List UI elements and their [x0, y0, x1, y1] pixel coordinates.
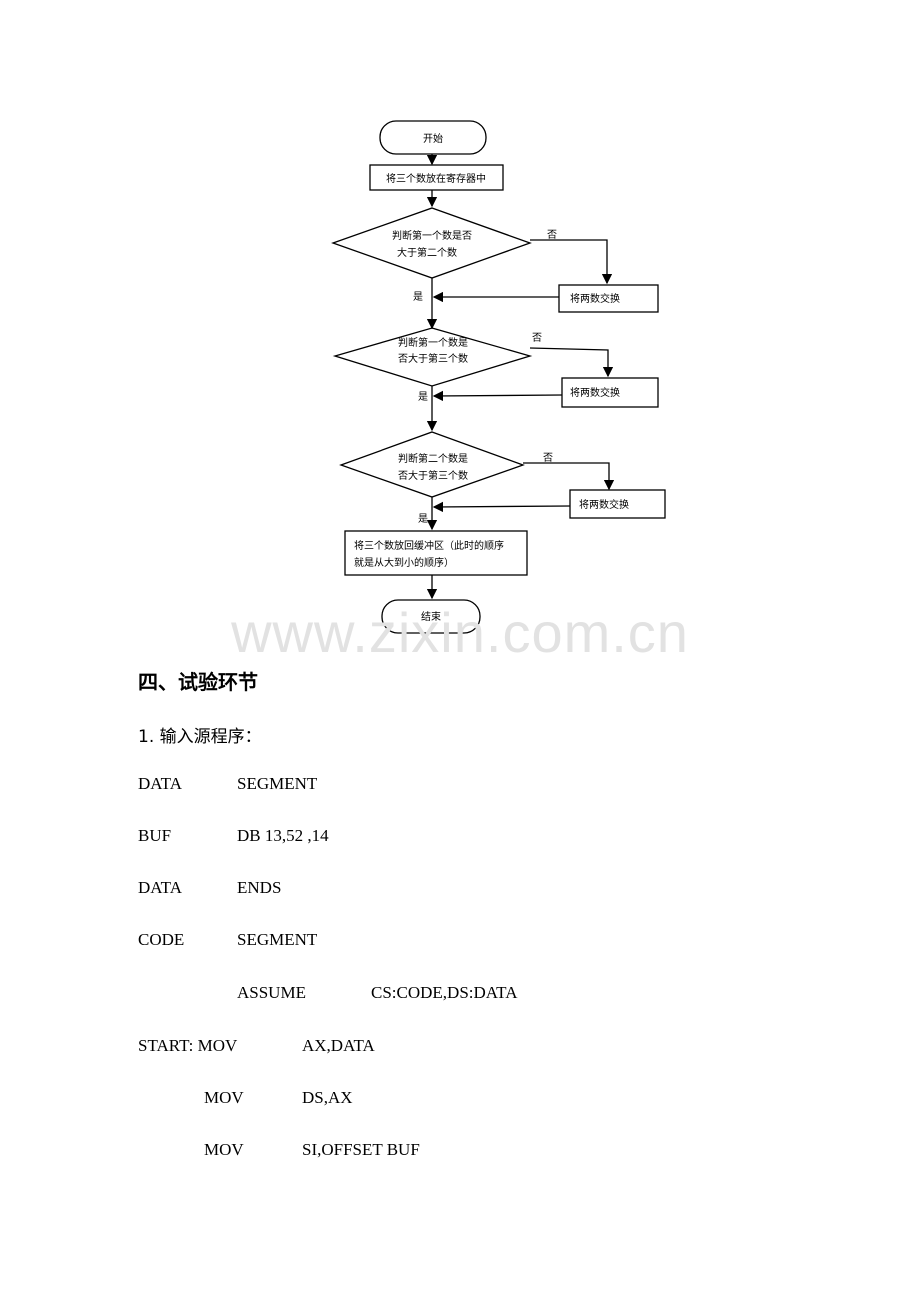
code-arg: SI,OFFSET BUF	[302, 1140, 420, 1159]
code-label: DATA	[138, 878, 182, 897]
store-label-line1: 将三个数放回缓冲区（此时的顺序	[354, 539, 504, 552]
code-arg: CS:CODE,DS:DATA	[371, 983, 518, 1002]
code-op: ENDS	[237, 878, 282, 897]
swap-label-1: 将两数交换	[570, 292, 620, 305]
load-registers-label: 将三个数放在寄存器中	[386, 172, 486, 185]
start-terminator	[379, 120, 487, 155]
code-op: SEGMENT	[237, 774, 318, 793]
end-terminator	[381, 599, 481, 634]
end-label: 结束	[421, 610, 441, 623]
decision-1-label-line1: 判断第一个数是否	[392, 229, 472, 242]
code-arg: AX,DATA	[302, 1036, 375, 1055]
decision-1-label-line2: 大于第二个数	[397, 246, 457, 259]
swap-label-3: 将两数交换	[579, 498, 629, 511]
code-label: CODE	[138, 930, 185, 949]
code-op: MOV	[204, 1088, 244, 1107]
step-1-label: 1. 输入源程序：	[138, 727, 262, 747]
store-label-line2: 就是从大到小的顺序）	[354, 556, 454, 569]
decision-3-label-line2: 否大于第三个数	[398, 469, 468, 482]
load-registers-box	[369, 164, 504, 191]
no-label-1: 否	[547, 229, 557, 241]
no-label-2: 否	[532, 332, 542, 344]
decision-1-diamond	[331, 207, 532, 279]
code-op: SEGMENT	[237, 930, 318, 949]
yes-label-1: 是	[413, 291, 423, 303]
watermark: www.zixin.com.cn	[231, 601, 689, 664]
code-arg: DS,AX	[302, 1088, 353, 1107]
code-op: MOV	[204, 1140, 244, 1159]
swap-box-3	[569, 489, 666, 519]
swap-box-1	[558, 284, 659, 313]
code-label: BUF	[138, 826, 172, 845]
swap-label-2: 将两数交换	[570, 386, 620, 399]
decision-3-label-line1: 判断第二个数是	[398, 452, 468, 465]
no-label-3: 否	[543, 452, 553, 464]
code-label: DATA	[138, 774, 182, 793]
code-label: START: MOV	[138, 1036, 238, 1055]
flowchart: 开始 将三个数放在寄存器中 判断第一个数是否 大于第二个数 否 将两数交换 是 …	[331, 120, 666, 634]
section-heading: 四、试验环节	[138, 670, 258, 694]
decision-2-label-line2: 否大于第三个数	[398, 352, 468, 365]
code-op: ASSUME	[237, 983, 306, 1002]
store-buffer-box	[344, 530, 528, 576]
decision-2-label-line1: 判断第一个数是	[398, 336, 468, 349]
swap-box-2	[561, 377, 659, 408]
start-label: 开始	[423, 132, 443, 145]
yes-label-2: 是	[418, 391, 428, 403]
yes-label-3: 是	[418, 513, 428, 525]
code-op: DB 13,52 ,14	[237, 826, 329, 845]
